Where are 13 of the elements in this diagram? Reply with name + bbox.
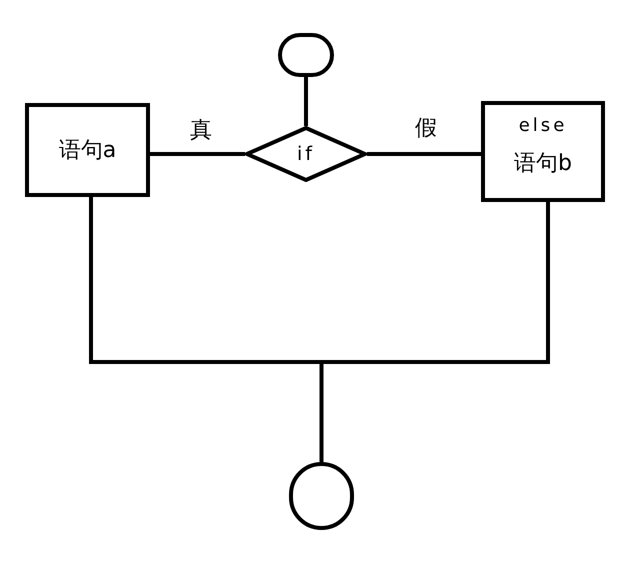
connector-line <box>304 77 308 126</box>
connector-line <box>320 202 550 462</box>
process-box <box>25 103 150 197</box>
edge-label: 真 <box>188 120 214 142</box>
connector-line <box>150 152 245 156</box>
keyword-text: else <box>518 114 568 138</box>
connector-line <box>367 152 481 156</box>
process-box <box>481 101 605 202</box>
decision-diamond <box>245 126 367 182</box>
edge-label: 假 <box>413 118 439 140</box>
condition-text: if <box>297 142 315 167</box>
statement-text: 语句a <box>58 136 116 164</box>
statement-text: 语句b <box>514 150 572 178</box>
